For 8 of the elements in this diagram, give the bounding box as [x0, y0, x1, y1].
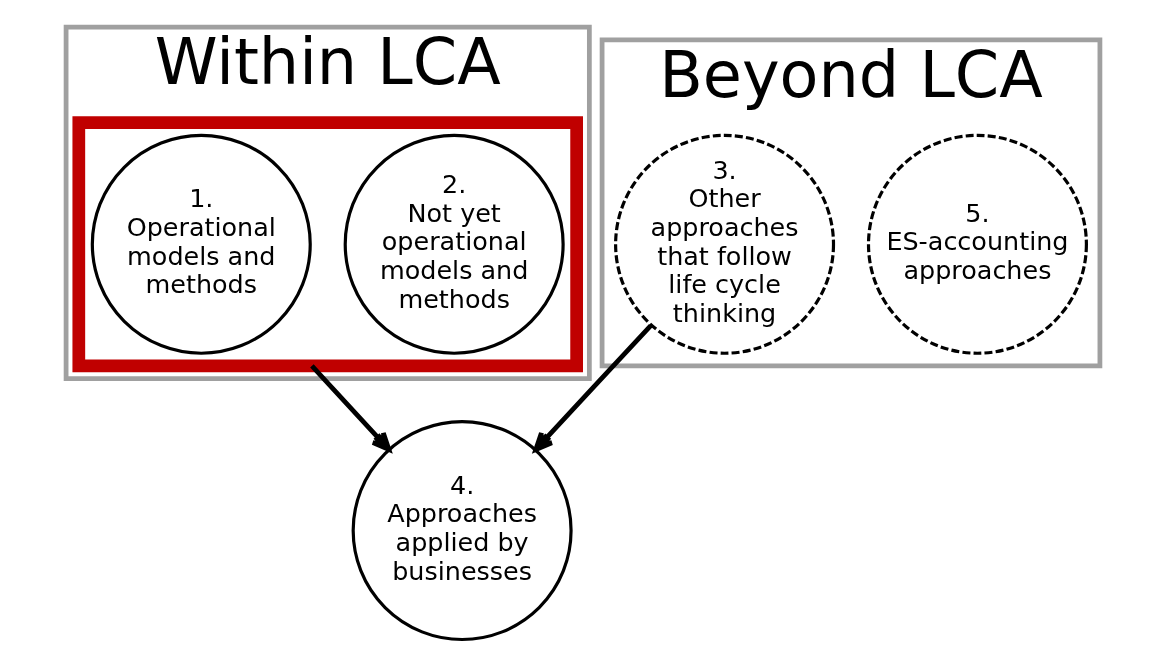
cluster — [72, 116, 583, 373]
node-circle: 5. ES-accounting approaches — [866, 133, 1088, 355]
node-circle: 3. Other approaches that follow life cycle thinking — [614, 133, 836, 355]
arrow — [533, 323, 653, 452]
node-circle: 2. Not yet operational models and methods — [343, 133, 565, 355]
arrow — [310, 364, 392, 452]
node-circle: 1. Operational models and methods — [90, 133, 312, 355]
node-circle: 4. Approaches applied by businesses — [351, 420, 573, 642]
